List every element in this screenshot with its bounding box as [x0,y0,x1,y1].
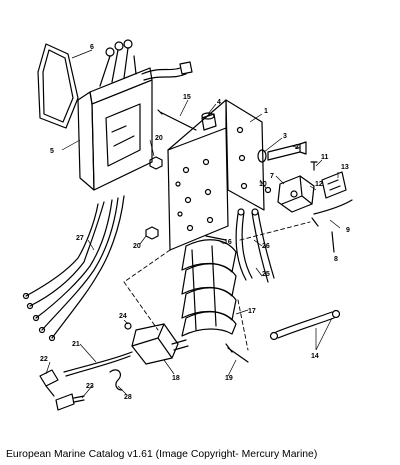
ground-strap-assembly [269,309,341,341]
screw-part [310,161,318,171]
ground-strap [205,235,227,241]
lead-wire [311,199,353,227]
terminal-leads [99,39,193,87]
callout-label: 26 [262,243,270,250]
nut-part [124,322,132,330]
callout-label: 22 [40,356,48,363]
callout-label: 21 [72,341,80,348]
callout-label: 14 [311,353,319,360]
callout-label: 9 [346,227,350,234]
callout-label: 24 [119,313,127,320]
gasket-part [37,43,79,129]
bolt-part [267,141,307,161]
stud-bolt [225,343,249,363]
callout-label: 10 [259,181,267,188]
callout-labels: 1 2 3 4 5 6 7 8 9 10 11 12 13 14 15 16 1… [40,44,350,401]
callout-label: 6 [90,44,94,51]
callout-label: 28 [124,394,132,401]
callout-label: 13 [341,164,349,171]
callout-label: 17 [248,308,256,315]
callout-label: 12 [315,181,323,188]
callout-label: 2 [295,144,299,151]
spark-plug-lead [39,351,133,397]
callout-label: 7 [270,173,274,180]
exploded-parts-diagram: 1 2 3 4 5 6 7 8 9 10 11 12 13 14 15 16 1… [22,39,353,411]
spacer-part [201,112,217,131]
callout-label: 20 [133,243,141,250]
callout-leader-lines [45,49,341,399]
bracket-part [321,171,347,199]
switch-box-module [77,67,153,191]
callout-label: 19 [225,375,233,382]
callout-label: 20 [155,135,163,142]
nut-part [149,156,163,170]
assembly-guide-lines [123,221,311,351]
callout-label: 18 [172,375,180,382]
callout-label: 23 [86,383,94,390]
ignition-coils [181,239,237,337]
callout-label: 3 [283,133,287,140]
callout-label: 4 [217,99,221,106]
image-caption: European Marine Catalog v1.61 (Image Cop… [6,449,318,460]
wire-harness [22,195,125,342]
callout-label: 5 [50,148,54,155]
washer-part [257,149,267,163]
ground-strap [235,208,275,283]
clip-part [109,369,123,391]
callout-label: 11 [321,154,329,161]
rectifier-part [277,175,315,213]
washer-part [264,186,272,194]
connector-part [55,393,85,411]
callout-label: 1 [264,108,268,115]
callout-label: 8 [334,256,338,263]
callout-label: 15 [183,94,191,101]
screw-part [157,109,197,131]
screw-part [331,231,335,253]
cdm-pack [131,323,189,365]
callout-label: 25 [262,271,270,278]
callout-label: 27 [76,235,84,242]
mounting-plate [167,99,265,251]
nut-part [145,226,159,240]
callout-label: 16 [224,239,232,246]
